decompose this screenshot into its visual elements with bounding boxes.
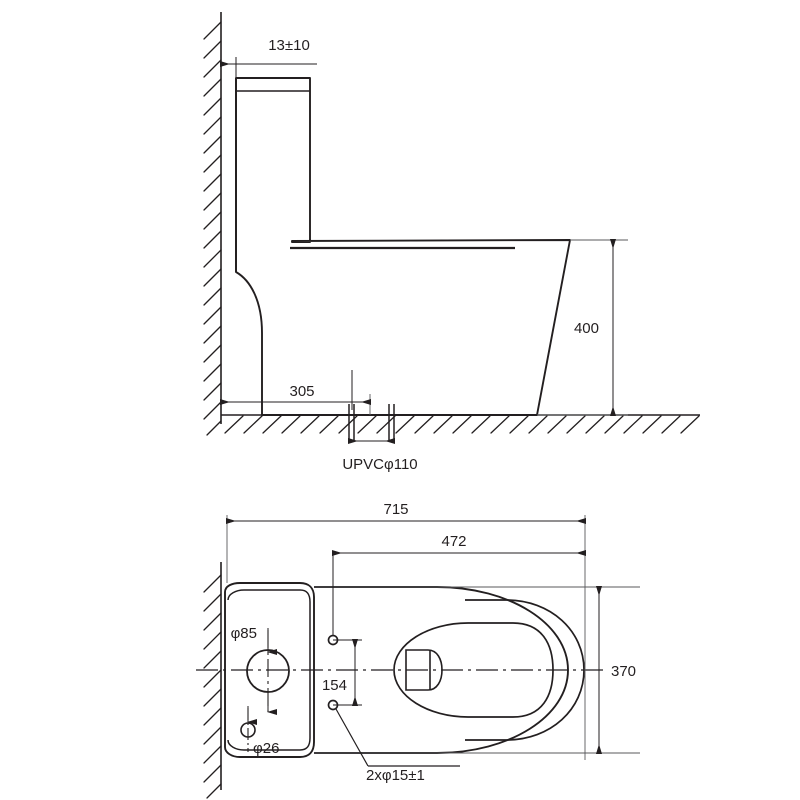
dimension-label-drain-pipe: UPVCφ110: [342, 456, 417, 473]
side-wall-hatching: [203, 21, 222, 436]
plan-seat-ring-outer: [393, 622, 554, 718]
dimension-label-small-hole-dia: φ26: [253, 740, 279, 757]
dimension-label-outlet-dia: φ85: [231, 625, 257, 642]
dimension-bowl-length: 472: [332, 533, 586, 556]
side-toilet-outline: [235, 77, 571, 416]
dimension-label-overall-length: 715: [383, 501, 408, 518]
plan-top-view: 154 2xφ15±1 φ85 φ26 715 472: [196, 501, 640, 799]
dimension-tank-wall-gap: 13±10: [220, 37, 317, 80]
dimension-bolt-holes: 2xφ15±1: [335, 708, 460, 784]
dimension-label-bolt-holes: 2xφ15±1: [366, 767, 425, 784]
dimension-bolt-spacing: 154: [322, 639, 362, 706]
dimension-label-bolt-spacing: 154: [322, 677, 347, 694]
drain-pipe-markers: [348, 404, 395, 440]
plan-tank-inner-line: [227, 589, 311, 751]
plan-bowl-outline: [314, 586, 569, 754]
dimension-label-overall-width: 370: [611, 663, 636, 680]
dimension-bowl-height: 400: [537, 239, 628, 416]
plan-tank-outline: [224, 582, 315, 758]
dimension-label-tank-wall-gap: 13±10: [268, 37, 310, 54]
dimension-label-bowl-height: 400: [574, 320, 599, 337]
dimension-label-bowl-length: 472: [441, 533, 466, 550]
dimension-overall-width: 370: [568, 586, 640, 754]
plan-wall-hatching: [203, 574, 222, 799]
dimension-drain-pipe: UPVCφ110: [342, 438, 418, 473]
dimension-overall-length: 715: [226, 501, 586, 760]
ground-hatching: [224, 415, 700, 434]
dimension-label-wall-to-outlet: 305: [289, 383, 314, 400]
plan-bowl-opening: [465, 599, 585, 741]
side-elevation-view: 13±10 400 305 UPVCφ110: [203, 12, 700, 473]
dimension-wall-to-outlet: 305: [220, 370, 371, 415]
